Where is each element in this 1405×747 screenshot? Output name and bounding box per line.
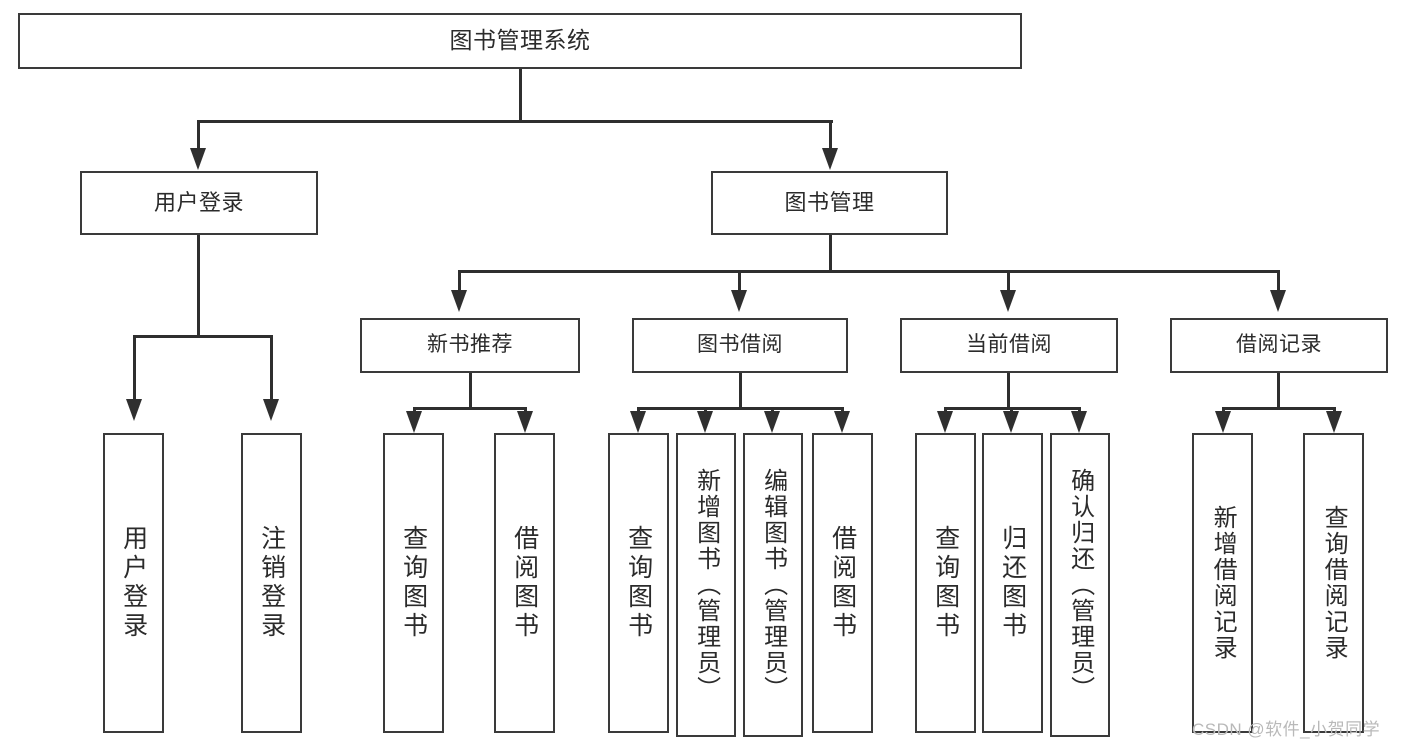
- connector-user-login-drop-2: [270, 335, 273, 403]
- node-label: 查询图书: [624, 525, 653, 641]
- node-label: 图书借阅: [697, 333, 783, 357]
- leaf-borrow-edit-book-admin[interactable]: 编辑图书（管理员）: [743, 433, 803, 737]
- leaf-recommend-borrow-book[interactable]: 借阅图书: [494, 433, 555, 733]
- node-label: 新增借阅记录: [1209, 505, 1237, 661]
- node-label: 新书推荐: [427, 333, 513, 357]
- arrow-to-current-borrow: [1000, 290, 1016, 312]
- node-label: 当前借阅: [966, 333, 1052, 357]
- arrow-to-leaf-current-return: [1003, 411, 1019, 433]
- leaf-current-return-book[interactable]: 归还图书: [982, 433, 1043, 733]
- arrow-to-leaf-record-query: [1326, 411, 1342, 433]
- arrow-to-leaf-borrow-edit: [764, 411, 780, 433]
- node-label: 注销登录: [257, 525, 286, 641]
- connector-user-login-bus: [133, 335, 273, 338]
- node-label: 借阅记录: [1236, 333, 1322, 357]
- node-label: 确认归还（管理员）: [1066, 468, 1094, 702]
- node-label: 借阅图书: [828, 525, 857, 641]
- node-new-book-recommend[interactable]: 新书推荐: [360, 318, 580, 373]
- arrow-to-book-borrow: [731, 290, 747, 312]
- connector-root-drop-left: [197, 120, 200, 152]
- arrow-to-borrow-record: [1270, 290, 1286, 312]
- node-book-manage[interactable]: 图书管理: [711, 171, 948, 235]
- connector-root-drop-right: [829, 120, 832, 152]
- leaf-borrow-query-book[interactable]: 查询图书: [608, 433, 669, 733]
- node-borrow-record[interactable]: 借阅记录: [1170, 318, 1388, 373]
- arrow-to-new-book-recommend: [451, 290, 467, 312]
- connector-root-bus: [197, 120, 833, 123]
- connector-borrow-stem: [739, 373, 742, 410]
- connector-recommend-bus: [413, 407, 527, 410]
- node-label: 查询图书: [399, 525, 428, 641]
- arrow-to-leaf-logout: [263, 399, 279, 421]
- arrow-to-leaf-borrow-query: [630, 411, 646, 433]
- leaf-logout[interactable]: 注销登录: [241, 433, 302, 733]
- connector-l2-drop-4: [1277, 270, 1280, 294]
- leaf-current-confirm-return-admin[interactable]: 确认归还（管理员）: [1050, 433, 1110, 737]
- node-current-borrow[interactable]: 当前借阅: [900, 318, 1118, 373]
- arrow-to-leaf-user-login: [126, 399, 142, 421]
- leaf-record-add[interactable]: 新增借阅记录: [1192, 433, 1253, 733]
- connector-book-manage-stem: [829, 235, 832, 272]
- leaf-recommend-query-book[interactable]: 查询图书: [383, 433, 444, 733]
- connector-book-manage-bus: [458, 270, 1280, 273]
- arrow-to-user-login: [190, 148, 206, 170]
- arrow-to-leaf-borrow-lend: [834, 411, 850, 433]
- connector-l2-drop-1: [458, 270, 461, 294]
- arrow-to-leaf-recommend-query: [406, 411, 422, 433]
- node-label: 归还图书: [998, 525, 1027, 641]
- arrow-to-book-manage: [822, 148, 838, 170]
- arrow-to-leaf-current-confirm: [1071, 411, 1087, 433]
- leaf-record-query[interactable]: 查询借阅记录: [1303, 433, 1364, 733]
- node-user-login[interactable]: 用户登录: [80, 171, 318, 235]
- node-label: 查询图书: [931, 525, 960, 641]
- node-label: 图书管理系统: [449, 27, 591, 54]
- connector-record-bus: [1222, 407, 1336, 410]
- leaf-current-query-book[interactable]: 查询图书: [915, 433, 976, 733]
- node-label: 查询借阅记录: [1320, 505, 1348, 661]
- node-label: 用户登录: [119, 525, 148, 641]
- connector-record-stem: [1277, 373, 1280, 410]
- arrow-to-leaf-record-add: [1215, 411, 1231, 433]
- connector-root-stem: [519, 69, 522, 122]
- connector-l2-drop-3: [1007, 270, 1010, 294]
- node-label: 编辑图书（管理员）: [759, 468, 787, 702]
- connector-user-login-drop-1: [133, 335, 136, 403]
- connector-l2-drop-2: [738, 270, 741, 294]
- leaf-borrow-lend-book[interactable]: 借阅图书: [812, 433, 873, 733]
- arrow-to-leaf-recommend-borrow: [517, 411, 533, 433]
- connector-recommend-stem: [469, 373, 472, 410]
- node-root-system[interactable]: 图书管理系统: [18, 13, 1022, 69]
- node-label: 新增图书（管理员）: [692, 468, 720, 702]
- node-label: 用户登录: [153, 190, 244, 216]
- arrow-to-leaf-borrow-add: [697, 411, 713, 433]
- connector-user-login-stem: [197, 235, 200, 337]
- arrow-to-leaf-current-query: [937, 411, 953, 433]
- node-label: 图书管理: [784, 190, 875, 216]
- leaf-user-login[interactable]: 用户登录: [103, 433, 164, 733]
- connector-current-stem: [1007, 373, 1010, 410]
- leaf-borrow-add-book-admin[interactable]: 新增图书（管理员）: [676, 433, 736, 737]
- watermark-text: CSDN @软件_小贺同学: [1192, 720, 1381, 739]
- connector-borrow-bus: [637, 407, 844, 410]
- node-book-borrow[interactable]: 图书借阅: [632, 318, 848, 373]
- node-label: 借阅图书: [510, 525, 539, 641]
